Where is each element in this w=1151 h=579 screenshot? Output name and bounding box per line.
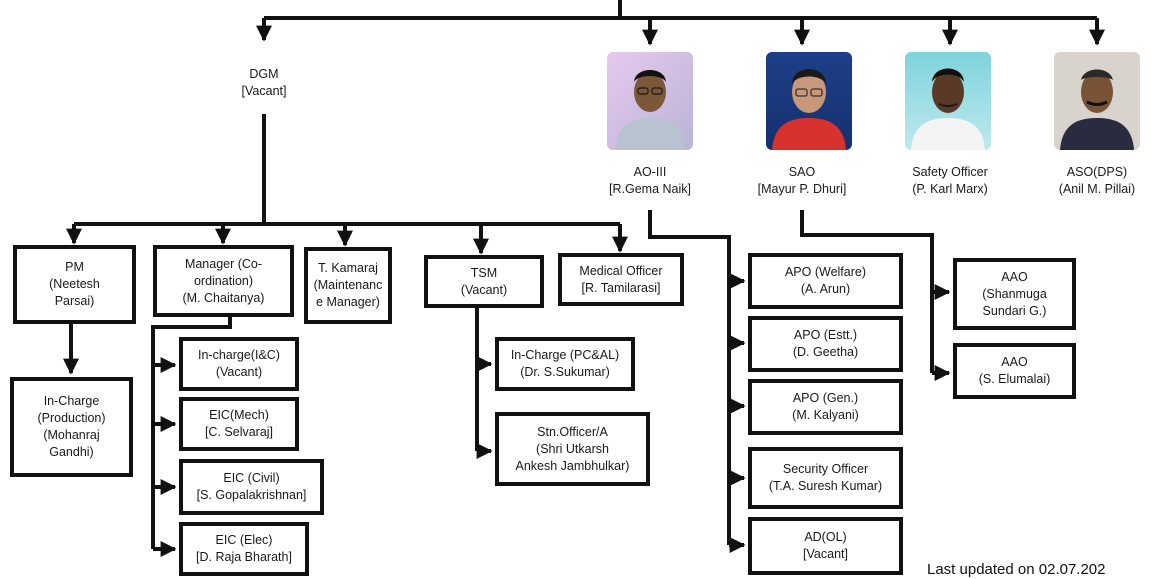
box-line: Sundari G.) bbox=[982, 303, 1047, 318]
safety-officer-title: Safety Officer bbox=[912, 165, 988, 179]
box-manager-coordination: Manager (Co- ordination) (M. Chaitanya) bbox=[153, 245, 294, 317]
box-line: (Mohanraj bbox=[43, 428, 100, 442]
box-line: (S. Elumalai) bbox=[978, 372, 1051, 386]
box-medical-officer: Medical Officer [R. Tamilarasi] bbox=[558, 253, 684, 306]
box-aao-1: AAO (Shanmuga Sundari G.) bbox=[953, 258, 1076, 330]
dgm-label: DGM [Vacant] bbox=[224, 66, 304, 100]
box-line: In-Charge (PC&AL) bbox=[510, 348, 620, 362]
box-line: TSM bbox=[470, 265, 498, 280]
last-updated-text: Last updated on 02.07.202 bbox=[927, 561, 1106, 578]
sao-title: SAO bbox=[788, 165, 816, 179]
box-line: APO (Welfare) bbox=[784, 265, 867, 279]
box-line: (M. Chaitanya) bbox=[182, 290, 265, 305]
box-maintenance-manager: T. Kamaraj (Maintenanc e Manager) bbox=[304, 247, 392, 324]
dgm-bus-line bbox=[74, 114, 620, 226]
sao-bus-line bbox=[800, 210, 934, 373]
box-incharge-pcal: In-Charge (PC&AL) (Dr. S.Sukumar) bbox=[495, 337, 635, 391]
box-line: [D. Raja Bharath] bbox=[196, 550, 292, 564]
box-line: (Vacant) bbox=[215, 365, 263, 379]
top-bus-line bbox=[264, 0, 1097, 20]
box-line: T. Kamaraj bbox=[318, 261, 378, 275]
box-ad-ol: AD(OL) [Vacant] bbox=[748, 517, 903, 575]
box-apo-gen: APO (Gen.) (M. Kalyani) bbox=[748, 379, 903, 435]
box-line: Stn.Officer/A bbox=[537, 424, 608, 439]
ao3-label: AO-III [R.Gema Naik] bbox=[590, 164, 710, 198]
dgm-title: DGM bbox=[249, 67, 279, 81]
box-incharge-ic: In-charge(I&C) (Vacant) bbox=[179, 337, 299, 391]
box-apo-welfare: APO (Welfare) (A. Arun) bbox=[748, 253, 903, 309]
box-line: (Production) bbox=[37, 411, 106, 425]
box-line: Manager (Co- bbox=[184, 256, 263, 271]
box-pm: PM (Neetesh Parsai) bbox=[13, 245, 136, 324]
safety-officer-label: Safety Officer (P. Karl Marx) bbox=[895, 164, 1005, 198]
box-line: APO (Gen.) bbox=[792, 391, 859, 405]
box-line: Ankesh Jambhulkar) bbox=[515, 458, 630, 473]
sao-label: SAO [Mayur P. Dhuri] bbox=[740, 164, 864, 198]
sao-name: [Mayur P. Dhuri] bbox=[757, 182, 847, 196]
box-line: (T.A. Suresh Kumar) bbox=[768, 479, 883, 493]
box-line: EIC(Mech) bbox=[209, 408, 269, 422]
box-line: Medical Officer bbox=[579, 263, 663, 278]
box-tsm: TSM (Vacant) bbox=[424, 255, 544, 308]
box-eic-civil: EIC (Civil) [S. Gopalakrishnan] bbox=[179, 459, 324, 515]
box-line: (Vacant) bbox=[460, 282, 508, 297]
box-production-incharge: In-Charge (Production) (Mohanraj Gandhi) bbox=[10, 377, 133, 477]
box-line: (Neetesh bbox=[49, 277, 100, 291]
person-photo-aso bbox=[1054, 52, 1140, 150]
box-eic-elec: EIC (Elec) [D. Raja Bharath] bbox=[179, 522, 309, 576]
box-line: (Maintenanc bbox=[313, 278, 383, 292]
safety-officer-name: (P. Karl Marx) bbox=[912, 182, 988, 196]
ao3-bus-line bbox=[648, 210, 731, 545]
box-line: (M. Kalyani) bbox=[792, 408, 859, 422]
box-line: EIC (Elec) bbox=[215, 533, 273, 547]
box-line: In-charge(I&C) bbox=[198, 348, 280, 362]
box-line: Gandhi) bbox=[49, 445, 94, 459]
box-line: ordination) bbox=[193, 273, 254, 288]
person-photo-sao bbox=[766, 52, 852, 150]
box-line: [S. Gopalakrishnan] bbox=[196, 488, 307, 502]
box-line: Security Officer bbox=[782, 462, 869, 476]
box-line: AAO bbox=[1001, 269, 1028, 284]
box-line: e Manager) bbox=[316, 295, 380, 309]
box-line: In-Charge bbox=[43, 394, 100, 408]
box-eic-mech: EIC(Mech) [C. Selvaraj] bbox=[179, 397, 299, 451]
box-line: [R. Tamilarasi] bbox=[581, 280, 661, 295]
box-station-officer: Stn.Officer/A (Shri Utkarsh Ankesh Jambh… bbox=[495, 412, 650, 486]
manager-bus-line bbox=[151, 317, 232, 549]
box-line: (A. Arun) bbox=[800, 282, 851, 296]
box-line: APO (Estt.) bbox=[793, 328, 858, 342]
box-security-officer: Security Officer (T.A. Suresh Kumar) bbox=[748, 447, 903, 509]
box-line: AD(OL) bbox=[804, 530, 847, 544]
person-photo-safety-officer bbox=[905, 52, 991, 150]
ao3-title: AO-III bbox=[633, 165, 667, 179]
box-line: (D. Geetha) bbox=[792, 345, 859, 359]
box-apo-estt: APO (Estt.) (D. Geetha) bbox=[748, 316, 903, 372]
box-line: Parsai) bbox=[54, 294, 95, 308]
box-line: EIC (Civil) bbox=[223, 471, 280, 485]
box-line: PM bbox=[65, 260, 84, 274]
aso-name: (Anil M. Pillai) bbox=[1058, 182, 1136, 196]
box-line: [C. Selvaraj] bbox=[204, 425, 274, 439]
box-aao-2: AAO (S. Elumalai) bbox=[953, 343, 1076, 399]
box-line: [Vacant] bbox=[803, 547, 848, 561]
ao3-name: [R.Gema Naik] bbox=[609, 182, 691, 196]
person-photo-ao3 bbox=[607, 52, 693, 150]
aso-title: ASO(DPS) bbox=[1066, 165, 1128, 179]
dgm-name: [Vacant] bbox=[241, 84, 287, 98]
box-line: AAO bbox=[1001, 355, 1028, 369]
box-line: (Dr. S.Sukumar) bbox=[520, 365, 610, 379]
aso-label: ASO(DPS) (Anil M. Pillai) bbox=[1040, 164, 1151, 198]
box-line: (Shanmuga bbox=[982, 286, 1047, 301]
box-line: (Shri Utkarsh bbox=[536, 441, 609, 456]
